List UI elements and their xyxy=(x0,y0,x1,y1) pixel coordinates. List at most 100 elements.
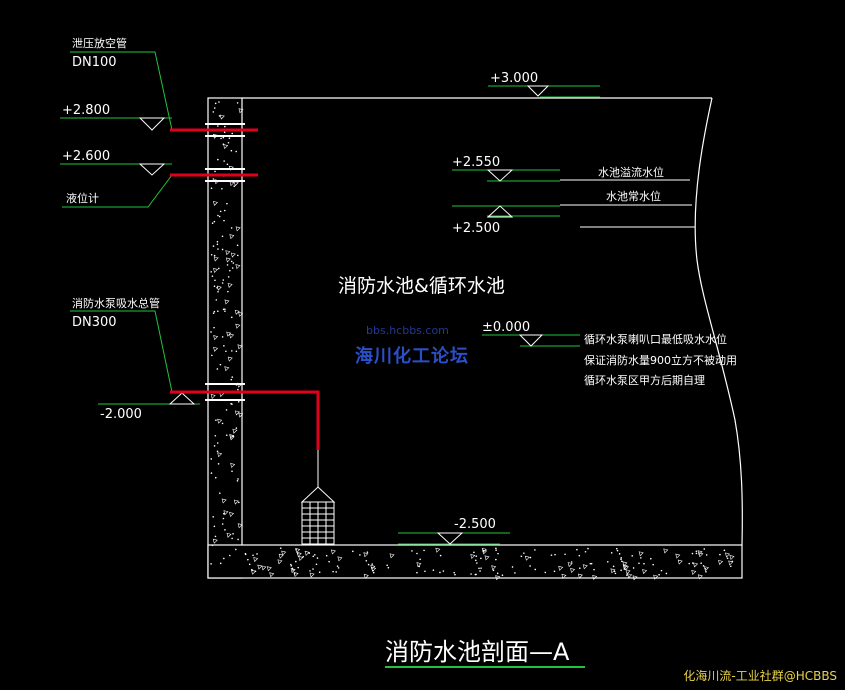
hatch-dot xyxy=(554,553,556,556)
hatch-dot xyxy=(419,558,421,561)
hatch-dot xyxy=(352,550,354,553)
hatch-triangle xyxy=(226,532,232,538)
hatch-dot xyxy=(314,554,316,556)
hatch-triangle xyxy=(225,257,231,263)
hatch-dot xyxy=(416,552,418,555)
hatch-triangle xyxy=(278,553,284,559)
hatch-dot xyxy=(579,567,581,570)
hatch-triangle xyxy=(675,553,681,559)
hatch-triangle xyxy=(223,144,229,150)
hatch-triangle xyxy=(213,346,219,352)
hatch-dot xyxy=(221,248,224,251)
hatch-triangle xyxy=(229,333,235,339)
hatch-dot xyxy=(231,132,233,135)
floor-slab xyxy=(207,544,743,579)
hatch-dot xyxy=(474,573,477,576)
hatch-dot xyxy=(213,310,216,313)
hatch-triangle xyxy=(622,564,628,570)
hatch-triangle xyxy=(435,547,441,553)
hatch-triangle xyxy=(309,572,315,578)
pool-label: 消防水池&循环水池 xyxy=(338,275,505,297)
hatch-triangle xyxy=(230,463,236,469)
hatch-dot xyxy=(387,566,390,569)
hatch-dot xyxy=(210,563,212,565)
hatch-dot xyxy=(223,557,225,560)
hatch-dot xyxy=(587,547,589,550)
hatch-dot xyxy=(318,571,321,574)
hatch-dot xyxy=(497,552,499,555)
hatch-dot xyxy=(615,547,618,550)
hatch-dot xyxy=(495,549,497,551)
hatch-dot xyxy=(228,137,231,139)
hatch-dot xyxy=(479,570,481,572)
hatch-dot xyxy=(230,149,233,152)
hatch-dot xyxy=(702,565,705,567)
hatch-dot xyxy=(514,572,516,574)
hatch-dot xyxy=(294,560,297,563)
hatch-triangle xyxy=(216,285,222,291)
hatch-triangle xyxy=(337,556,343,562)
hatch-triangle xyxy=(213,256,219,262)
hatch-dot xyxy=(213,254,216,257)
hatch-dot xyxy=(424,570,426,573)
hatch-triangle xyxy=(416,562,422,568)
hatch-dot xyxy=(584,550,587,553)
hatch-dot xyxy=(231,376,234,378)
hatch-triangle xyxy=(232,428,238,434)
hatch-dot xyxy=(237,388,239,391)
hatch-dot xyxy=(232,532,234,535)
elev-zero: ±0.000 xyxy=(482,320,530,335)
hatch-dot xyxy=(235,548,237,551)
hatch-dot xyxy=(216,368,219,370)
hatch-dot xyxy=(224,125,226,128)
hatch-dot xyxy=(218,215,221,218)
hatch-dot xyxy=(618,553,621,555)
hatch-dot xyxy=(495,558,497,561)
hatch-dot xyxy=(632,567,635,569)
hatch-triangle xyxy=(225,250,231,256)
hatch-triangle xyxy=(728,560,734,566)
hatch-triangle xyxy=(371,566,377,572)
hatch-triangle xyxy=(229,512,235,518)
hatch-dot xyxy=(337,567,340,569)
hatch-dot xyxy=(238,501,240,504)
hatch-triangle xyxy=(261,565,267,571)
hatch-triangle xyxy=(226,331,232,337)
hatch-triangle xyxy=(470,554,476,560)
note-guarantee-1: 保证消防水量900立方不被动用 xyxy=(584,353,737,367)
hatch-dot xyxy=(372,569,374,572)
hatch-dot xyxy=(230,227,233,229)
hatch-dot xyxy=(480,557,482,560)
hatch-dot xyxy=(226,163,229,166)
hatch-triangle xyxy=(582,564,588,570)
hatch-dot xyxy=(213,220,216,223)
hatch-dot xyxy=(237,538,239,541)
hatch-dot xyxy=(219,210,222,213)
hatch-dot xyxy=(325,554,328,557)
hatch-triangle xyxy=(212,538,218,544)
hatch-dot xyxy=(652,563,654,566)
hatch-triangle xyxy=(281,550,287,556)
hatch-dot xyxy=(665,572,668,575)
hatch-dot xyxy=(230,260,233,263)
hatch-dot xyxy=(237,400,240,403)
hatch-dot xyxy=(236,480,239,482)
suction-pipe-name: 消防水泵吸水总管 xyxy=(72,296,160,310)
hatch-triangle xyxy=(693,562,699,568)
hatch-triangle xyxy=(330,549,336,555)
hatch-dot xyxy=(254,570,257,573)
hatch-dot xyxy=(236,102,239,104)
hatch-triangle xyxy=(484,555,490,561)
hatch-dot xyxy=(695,552,698,555)
hatch-triangle xyxy=(638,551,644,557)
hatch-dot xyxy=(372,571,375,574)
hatch-dot xyxy=(217,267,220,270)
hatch-dot xyxy=(225,350,227,353)
hatch-dot xyxy=(366,551,369,553)
hatch-dot xyxy=(478,567,480,570)
hatch-dot xyxy=(224,308,226,310)
hatch-triangle xyxy=(235,323,241,329)
vent-pipe-size: DN100 xyxy=(72,55,117,70)
elev-normal: +2.500 xyxy=(452,221,500,236)
hatch-dot xyxy=(210,458,213,460)
